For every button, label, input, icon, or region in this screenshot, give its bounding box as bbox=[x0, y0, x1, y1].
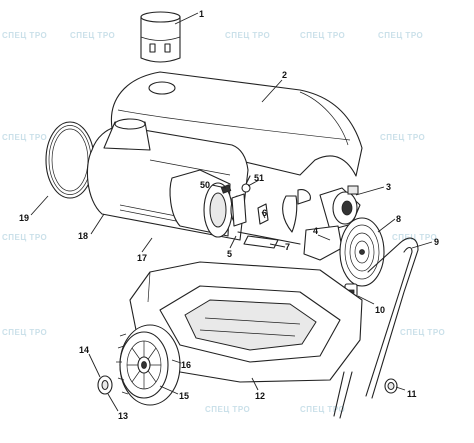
part-motor bbox=[319, 185, 361, 231]
callout-11: 11 bbox=[407, 389, 417, 399]
part-rear-guard bbox=[45, 121, 95, 199]
part-handle-frame bbox=[333, 237, 419, 419]
watermark-text: СПЕЦ ТРО bbox=[400, 328, 445, 337]
callout-14: 14 bbox=[79, 345, 89, 355]
watermark-text: СПЕЦ ТРО bbox=[2, 133, 47, 142]
watermark-text: СПЕЦ ТРО bbox=[225, 31, 270, 40]
callout-10: 10 bbox=[375, 305, 385, 315]
callout-16: 16 bbox=[181, 360, 191, 370]
part-fuel-block bbox=[243, 235, 279, 249]
callout-12: 12 bbox=[255, 391, 265, 401]
part-wheel bbox=[116, 324, 181, 406]
callout-7: 7 bbox=[285, 242, 290, 252]
leader-lines bbox=[30, 12, 433, 412]
part-rod bbox=[237, 231, 301, 245]
callout-5: 5 bbox=[227, 249, 232, 259]
watermark-layer: СПЕЦ ТРО СПЕЦ ТРО СПЕЦ ТРО СПЕЦ ТРО СПЕЦ… bbox=[2, 31, 445, 414]
watermark-text: СПЕЦ ТРО bbox=[378, 31, 423, 40]
watermark-text: СПЕЦ ТРО bbox=[380, 133, 425, 142]
callout-50: 50 bbox=[200, 180, 210, 190]
part-fuel-tank bbox=[129, 261, 363, 383]
callout-19: 19 bbox=[19, 213, 29, 223]
callout-4: 4 bbox=[313, 226, 318, 236]
watermark-text: СПЕЦ ТРО bbox=[205, 405, 250, 414]
callout-6: 6 bbox=[262, 208, 267, 218]
callout-labels: 1 2 3 4 5 6 7 8 9 10 11 12 13 14 15 16 1… bbox=[19, 9, 439, 421]
watermark-text: СПЕЦ ТРО bbox=[2, 233, 47, 242]
callout-2: 2 bbox=[282, 70, 287, 80]
part-front-guard bbox=[339, 217, 385, 287]
watermark-text: СПЕЦ ТРО bbox=[392, 233, 437, 242]
watermark-text: СПЕЦ ТРО bbox=[2, 31, 47, 40]
watermark-text: СПЕЦ ТРО bbox=[70, 31, 115, 40]
part-upper-shell bbox=[109, 71, 363, 177]
part-hub-cap bbox=[97, 375, 113, 395]
callout-9: 9 bbox=[434, 237, 439, 247]
part-chimney-collar bbox=[140, 11, 181, 63]
callout-13: 13 bbox=[118, 411, 128, 421]
callout-8: 8 bbox=[396, 214, 401, 224]
part-burner-head bbox=[220, 175, 269, 227]
callout-18: 18 bbox=[78, 231, 88, 241]
part-foot bbox=[384, 378, 398, 394]
callout-3: 3 bbox=[386, 182, 391, 192]
watermark-text: СПЕЦ ТРО bbox=[2, 328, 47, 337]
callout-1: 1 bbox=[199, 9, 204, 19]
watermark-text: СПЕЦ ТРО bbox=[300, 405, 345, 414]
part-motor-mount bbox=[303, 225, 343, 261]
callout-17: 17 bbox=[137, 253, 147, 263]
part-fan-blade bbox=[282, 189, 311, 233]
callout-51: 51 bbox=[254, 173, 264, 183]
callout-15: 15 bbox=[179, 391, 189, 401]
watermark-text: СПЕЦ ТРО bbox=[300, 31, 345, 40]
